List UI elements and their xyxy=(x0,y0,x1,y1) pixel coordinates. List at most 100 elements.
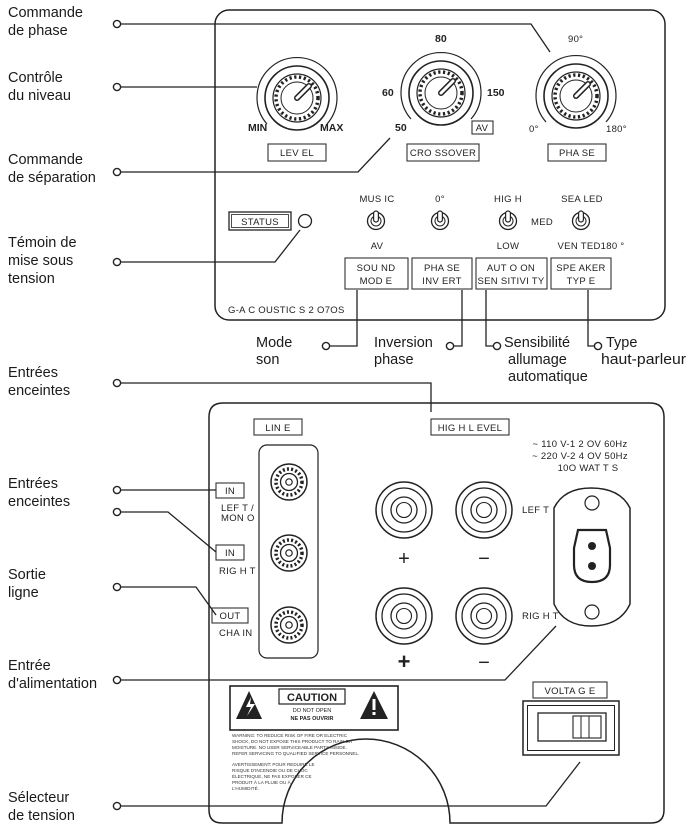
model-number: G-A C OUSTIC S 2 O7OS xyxy=(228,305,345,316)
crossover-av-box xyxy=(471,120,494,135)
warning-fr-line4: PRODUIT À LA PLUIE OU À xyxy=(232,779,292,785)
callout-phase-control-line2: de phase xyxy=(8,23,68,39)
speaker-type-sealed-label: SEA LED xyxy=(561,194,603,205)
status-label-inner xyxy=(231,214,289,228)
right-minus-sign: − xyxy=(478,652,490,674)
power-rating-line1: ~ 110 V-1 2 OV 60Hz xyxy=(532,439,627,450)
caution-title-box xyxy=(278,688,346,705)
phase-invert-0-label: 0° xyxy=(435,194,445,205)
crossover-label-box xyxy=(406,143,480,162)
out-box xyxy=(211,607,249,624)
left-mono-label-line1: LEF T / xyxy=(221,503,254,514)
line-jacks-frame xyxy=(258,444,319,659)
crossover-80-label: 80 xyxy=(435,33,447,45)
power-rating-line2: ~ 220 V-2 4 OV 50Hz xyxy=(532,451,628,462)
right-plus-sign: + xyxy=(398,649,411,674)
callout-crossover-line1: Commande xyxy=(8,152,83,168)
phase-invert-label-line1: PHA SE xyxy=(424,263,460,274)
power-rating-line3: 10O WAT T S xyxy=(558,463,619,474)
voltage-label: VOLTA G E xyxy=(545,686,596,697)
leader-lines xyxy=(121,23,594,807)
sound-mode-label-box xyxy=(344,257,409,290)
callout-power-indicator-line3: tension xyxy=(8,271,55,287)
in-left-label: IN xyxy=(225,486,235,497)
status-label-box xyxy=(228,211,292,231)
phase-label-box xyxy=(547,143,607,162)
phase-label: PHA SE xyxy=(559,148,595,159)
callout-line-output-line2: ligne xyxy=(8,585,39,601)
rca-right-jack[interactable] xyxy=(269,533,309,573)
sound-mode-label-line1: SOU ND xyxy=(357,263,396,274)
phase-invert-label-line2: INV ERT xyxy=(422,276,461,287)
callout-power-input-line1: Entrée xyxy=(8,658,51,674)
callout-speaker-inputs-top-line2: enceintes xyxy=(8,383,70,399)
callout-phase-control-line1: Commande xyxy=(8,5,83,21)
callout-auto-on-line2: allumage xyxy=(508,352,567,368)
speaker-type-label-line1: SPE AKER xyxy=(556,263,605,274)
callout-power-input-line2: d'alimentation xyxy=(8,676,97,692)
speaker-type-label-box xyxy=(550,257,612,290)
crossover-50-label: 50 xyxy=(395,122,407,134)
auto-on-med-label: MED xyxy=(531,217,553,228)
high-level-label-box xyxy=(430,418,510,436)
right-input-label: RIG H T xyxy=(219,566,256,577)
callout-power-indicator-line2: mise sous xyxy=(8,253,73,269)
warning-en-line3: MOISTURE. NO USER SERVICEABLE PARTS INSI… xyxy=(232,745,347,750)
rca-out-chain-jack[interactable] xyxy=(269,605,309,645)
speaker-type-vented-label: VEN TED180 ° xyxy=(558,241,625,252)
terminal-right-label: RIG H T xyxy=(522,611,559,622)
callout-line-output-line1: Sortie xyxy=(8,567,46,583)
sound-mode-music-label: MUS IC xyxy=(359,194,394,205)
callout-speaker-type-line2: haut-parleur xyxy=(601,352,686,368)
terminal-left-label: LEF T xyxy=(522,505,549,516)
level-min-label: MIN xyxy=(248,122,267,134)
crossover-knob[interactable] xyxy=(400,52,482,125)
callout-crossover-line2: de séparation xyxy=(8,170,96,186)
phase-0-label: 0° xyxy=(529,124,539,135)
high-level-label: HIG H L EVEL xyxy=(438,423,503,434)
out-label: OUT xyxy=(220,611,241,622)
sound-mode-av-label: AV xyxy=(371,241,384,252)
auto-on-high-label: HIG H xyxy=(494,194,522,205)
callout-speaker-inputs-top-line1: Entrées xyxy=(8,365,58,381)
left-plus-sign: + xyxy=(398,548,410,570)
right-plus-terminal[interactable] xyxy=(375,587,433,645)
warning-fr-line3: ÉLECTRIQUE, NE PAS EXPOSER CE xyxy=(232,773,312,779)
level-label: LEV EL xyxy=(280,148,314,159)
line-label: LIN E xyxy=(265,423,290,434)
caution-line1: DO NOT OPEN xyxy=(293,708,331,714)
callout-level-control-line1: Contrôle xyxy=(8,70,63,86)
line-label-box xyxy=(253,418,303,436)
caution-line2: NE PAS OUVRIR xyxy=(291,716,334,722)
caution-title: CAUTION xyxy=(287,692,337,704)
callout-speaker-type-line1: Type xyxy=(606,335,637,351)
left-plus-terminal[interactable] xyxy=(375,481,433,539)
in-right-label: IN xyxy=(225,548,235,559)
rca-left-mono-jack[interactable] xyxy=(269,462,309,502)
warning-fr-line1: AVERTISSEMENT: POUR REDUIRE LE xyxy=(232,762,315,767)
level-label-box xyxy=(267,143,327,162)
level-knob[interactable] xyxy=(256,57,338,130)
callout-speaker-inputs-left-line1: Entrées xyxy=(8,476,58,492)
phase-90-label: 90° xyxy=(568,34,583,45)
phase-knob[interactable] xyxy=(535,55,617,128)
speaker-type-label-line2: TYP E xyxy=(567,276,596,287)
auto-on-label-line1: AUT O ON xyxy=(487,263,535,274)
warning-en-line4: REFER SERVICING TO QUALIFIED SERVICE PER… xyxy=(232,751,359,756)
callout-auto-on-line3: automatique xyxy=(508,369,588,385)
voltage-selector-switch[interactable] xyxy=(522,700,620,756)
crossover-150-label: 150 xyxy=(487,87,505,99)
power-inlet-icon[interactable] xyxy=(553,487,631,627)
auto-on-label-line2: SEN SITIVI TY xyxy=(477,276,544,287)
right-minus-terminal[interactable] xyxy=(455,587,513,645)
warning-fr-line2: RISQUE D'INCENDIE OU DE CHOC xyxy=(232,768,308,773)
phase-invert-label-box xyxy=(411,257,473,290)
warning-fr-line5: L'HUMIDITÉ. xyxy=(232,785,259,791)
voltage-label-box xyxy=(532,681,608,699)
crossover-av-label: AV xyxy=(476,123,489,134)
crossover-label: CRO SSOVER xyxy=(410,148,476,159)
callout-speaker-inputs-left-line2: enceintes xyxy=(8,494,70,510)
callout-sound-mode-line2: son xyxy=(256,352,279,368)
left-minus-terminal[interactable] xyxy=(455,481,513,539)
left-minus-sign: − xyxy=(478,548,490,570)
